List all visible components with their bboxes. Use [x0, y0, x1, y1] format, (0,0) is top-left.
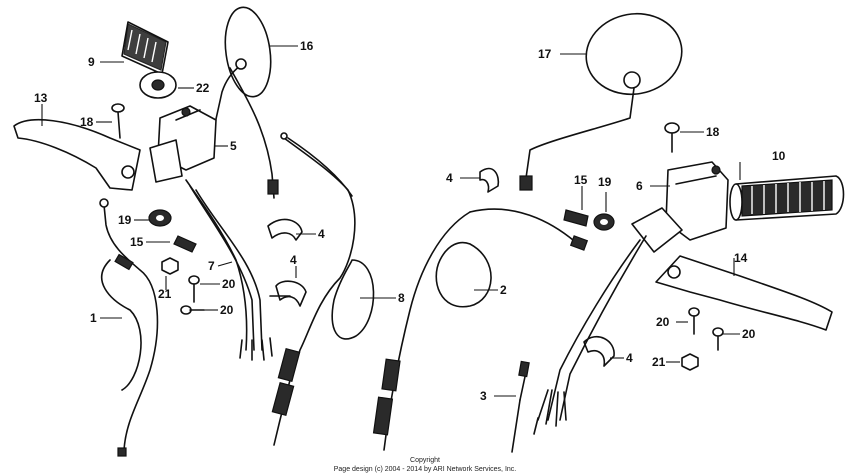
throttle-cable-8 [271, 132, 375, 446]
callout-21-left: 21 [158, 287, 172, 301]
left-cable-1 [99, 198, 159, 457]
right-bolt-15 [563, 209, 589, 227]
callout-15-right: 15 [574, 173, 588, 187]
callouts: 9 22 13 18 5 16 19 15 7 4 4 20 20 21 1 8… [34, 39, 786, 403]
callout-20-left-upper: 20 [222, 277, 236, 291]
leader-lines [41, 45, 741, 397]
cable-end-3 [511, 360, 530, 453]
callout-1: 1 [90, 311, 97, 325]
callout-20-right-upper: 20 [656, 315, 670, 329]
right-switch-housing [631, 161, 729, 253]
callout-4-left-upper: 4 [318, 227, 325, 241]
callout-16: 16 [300, 39, 314, 53]
callout-18-right: 18 [706, 125, 720, 139]
callout-5: 5 [230, 139, 237, 153]
callout-4-right-lower: 4 [626, 351, 633, 365]
callout-2: 2 [500, 283, 507, 297]
left-mirror [213, 6, 272, 129]
right-screws-20 [688, 307, 724, 351]
callout-10: 10 [772, 149, 786, 163]
left-nut-21 [161, 257, 179, 275]
right-washer-19 [593, 213, 615, 231]
callout-14: 14 [734, 251, 748, 265]
callout-22: 22 [196, 81, 210, 95]
callout-9: 9 [88, 55, 95, 69]
left-clutch-lever [13, 118, 141, 191]
right-brake-lever [655, 255, 833, 331]
left-bolt-15 [173, 235, 197, 253]
left-bolt-18 [111, 103, 125, 139]
right-mirror [519, 12, 683, 191]
cable-2 [372, 208, 589, 451]
copyright-line1: Copyright [410, 457, 440, 464]
left-washer-19 [148, 209, 172, 227]
right-harness [533, 235, 647, 435]
callout-8: 8 [398, 291, 405, 305]
callout-15-left: 15 [130, 235, 144, 249]
right-clamps-4 [479, 167, 615, 367]
callout-19-left: 19 [118, 213, 132, 227]
callout-13: 13 [34, 91, 48, 105]
callout-17: 17 [538, 47, 552, 61]
callout-6: 6 [636, 179, 643, 193]
left-grip [121, 21, 177, 99]
left-mirror-stem [229, 67, 275, 199]
callout-4-left-lower: 4 [290, 253, 297, 267]
left-switch-housing [149, 105, 217, 183]
left-mirror-nut [267, 179, 279, 195]
left-harness-7 [185, 179, 273, 361]
right-nut-21 [681, 353, 699, 371]
callout-4-right-upper: 4 [446, 171, 453, 185]
callout-21-right: 21 [652, 355, 666, 369]
callout-7: 7 [208, 259, 215, 273]
callout-19-right: 19 [598, 175, 612, 189]
right-bolt-18 [664, 122, 680, 153]
right-grip [729, 175, 845, 221]
copyright-line2: Page design (c) 2004 - 2014 by ARI Netwo… [334, 466, 517, 473]
callout-18-left: 18 [80, 115, 94, 129]
left-clamps-4 [267, 218, 307, 307]
left-screws-20 [180, 275, 205, 315]
callout-20-left-lower: 20 [220, 303, 234, 317]
callout-20-right-lower: 20 [742, 327, 756, 341]
callout-3: 3 [480, 389, 487, 403]
